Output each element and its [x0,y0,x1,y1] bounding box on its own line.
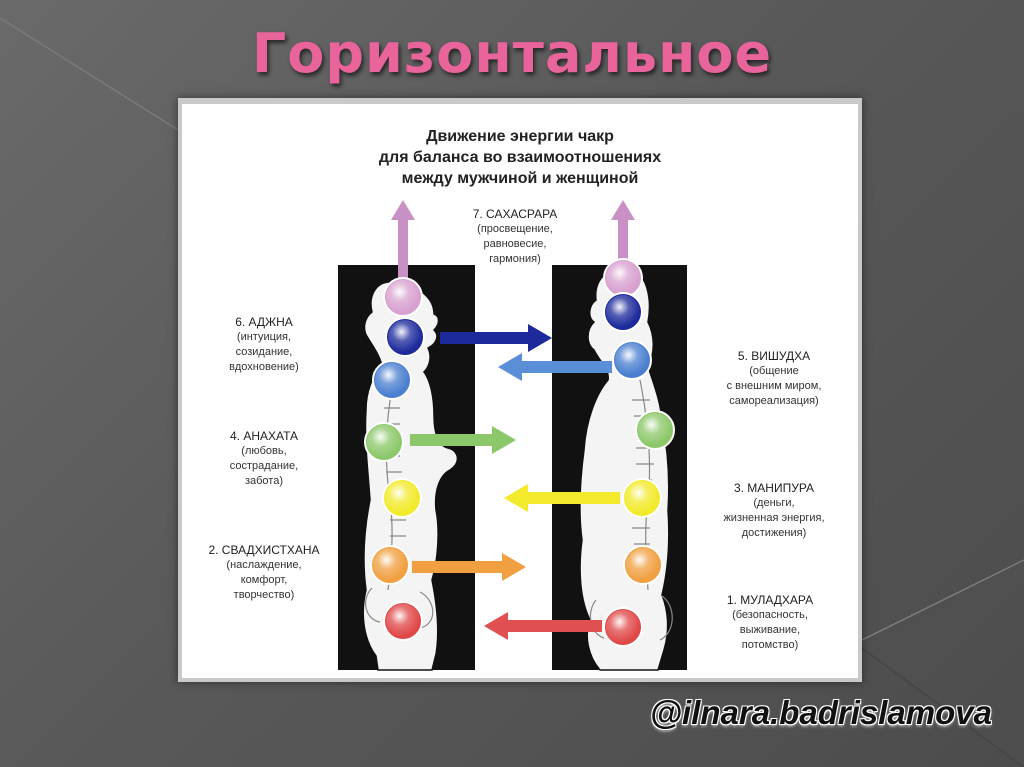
label-ajna-desc-1: (интуиция, [236,331,292,343]
label-anahata-desc-2: сострадание, [229,460,299,472]
label-anahata-desc-3: забота) [244,475,284,487]
female-manipura-orb [382,478,422,518]
female-muladhara-orb [383,601,423,641]
label-muladhara-desc-2: выживание, [739,624,801,636]
watermark: @ilnara.badrislamova [649,694,992,731]
label-muladhara-desc-1: (безопасность, [732,609,808,621]
label-ajna-desc-3: вдохновение) [229,361,299,373]
slide-title: Горизонтальное [251,22,773,85]
label-sahasrara: 7. САХАСРАРА (просвещение, равновесие, г… [450,206,580,267]
female-ajna-orb [385,317,425,357]
label-manipura-desc-1: (деньги, [753,497,795,509]
heading-line-1: Движение энергии чакр [426,128,614,145]
label-ajna-name: 6. АДЖНА [235,315,293,329]
label-muladhara: 1. МУЛАДХАРА (безопасность, выживание, п… [700,592,840,653]
male-anahata-orb [635,410,675,450]
label-ajna-desc-2: созидание, [235,346,293,358]
heading-line-3: между мужчиной и женщиной [401,170,639,187]
label-manipura-desc-2: жизненная энергия, [723,512,825,524]
female-anahata-orb [364,422,404,462]
male-ajna-orb [603,292,643,332]
arrow-muladhara-left [484,612,602,640]
label-svadhisthana: 2. СВАДХИСТХАНА (наслаждение, комфорт, т… [194,542,334,603]
label-sahasrara-desc-1: (просвещение, [477,223,553,235]
label-svadhisthana-name: 2. СВАДХИСТХАНА [208,543,320,557]
label-ajna: 6. АДЖНА (интуиция, созидание, вдохновен… [208,314,320,375]
label-anahata-desc-1: (любовь, [241,445,287,457]
label-muladhara-name: 1. МУЛАДХАРА [726,593,814,607]
male-manipura-orb [622,478,662,518]
left-up-arrow [391,200,415,296]
right-up-arrow [611,200,635,278]
label-anahata: 4. АНАХАТА (любовь, сострадание, забота) [208,428,320,489]
male-muladhara-orb [603,607,643,647]
male-chakra-orbs [603,258,675,647]
arrow-svadhisthana-right [412,553,526,581]
label-anahata-name: 4. АНАХАТА [229,429,299,443]
label-vishuddha-desc-2: с внешним миром, [726,380,822,392]
diagram-panel [182,104,858,678]
female-chakra-orbs [364,277,425,641]
female-sahasrara-orb [383,277,423,317]
arrow-anahata-right [410,426,516,454]
label-svadhisthana-desc-3: творчество) [233,589,295,601]
male-vishuddha-orb [612,340,652,380]
label-sahasrara-desc-2: равновесие, [483,238,547,250]
label-svadhisthana-desc-1: (наслаждение, [226,559,302,571]
heading-line-2: для баланса во взаимоотношениях [378,149,662,166]
female-pelvis-lines [364,587,434,629]
diagram-heading: Движение энергии чакр для баланса во вза… [270,126,770,189]
label-muladhara-desc-3: потомство) [741,639,799,651]
label-manipura: 3. МАНИПУРА (деньги, жизненная энергия, … [704,480,844,541]
label-manipura-desc-3: достижения) [741,527,807,539]
label-vishuddha-name: 5. ВИШУДХА [737,349,811,363]
arrow-vishuddha-left [498,353,612,381]
label-manipura-name: 3. МАНИПУРА [733,481,815,495]
female-vishuddha-orb [372,360,412,400]
male-sahasrara-orb [603,258,643,298]
label-svadhisthana-desc-2: комфорт, [240,574,288,586]
arrow-manipura-left [504,484,620,512]
female-svadhisthana-orb [370,545,410,585]
label-vishuddha-desc-1: (общение [749,365,799,377]
label-sahasrara-desc-3: гармония) [489,253,541,265]
label-vishuddha-desc-3: самореализация) [729,395,819,407]
male-svadhisthana-orb [623,545,663,585]
label-sahasrara-name: 7. САХАСРАРА [472,207,558,221]
label-vishuddha: 5. ВИШУДХА (общение с внешним миром, сам… [704,348,844,409]
arrow-ajna-right [440,324,552,352]
